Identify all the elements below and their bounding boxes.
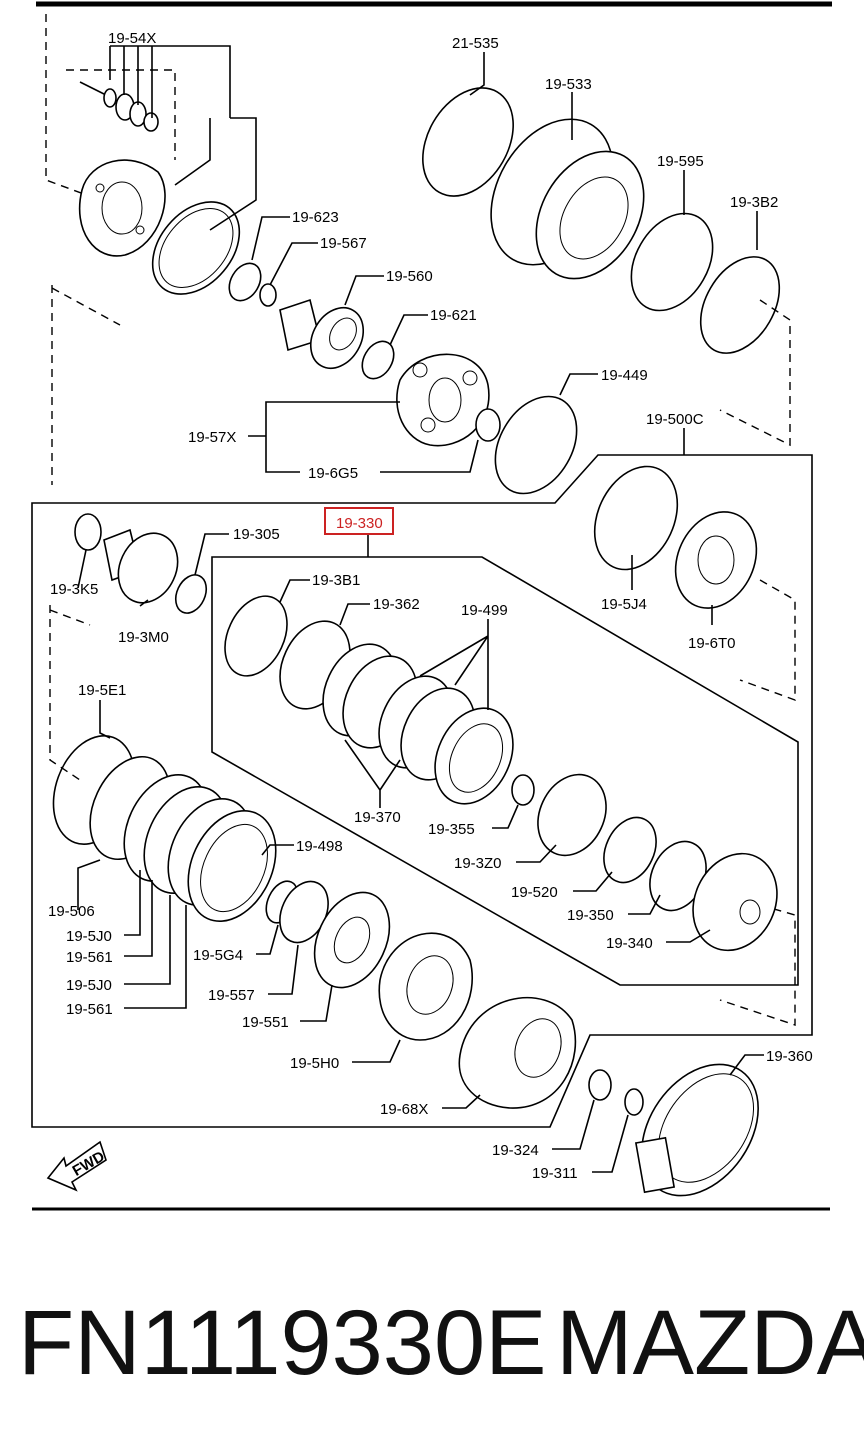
label-19-57X: 19-57X <box>188 429 236 446</box>
label-19-506: 19-506 <box>48 903 95 920</box>
part-19-449 <box>494 395 578 495</box>
label-19-551: 19-551 <box>242 1014 289 1031</box>
fwd-arrow-icon: FWD <box>46 1140 108 1192</box>
part-19-551 <box>313 891 391 989</box>
part-number-text: FN1119330E <box>18 1292 547 1394</box>
label-19-5G4: 19-5G4 <box>193 947 243 964</box>
label-19-311: 19-311 <box>532 1165 578 1182</box>
label-19-3B1: 19-3B1 <box>312 572 360 589</box>
highlight-box-19-330 <box>324 507 394 535</box>
part-19-3B2 <box>699 256 781 354</box>
label-19-6T0: 19-6T0 <box>688 635 736 652</box>
guide-dash-left-low <box>49 605 91 781</box>
label-19-449: 19-449 <box>601 367 648 384</box>
label-21-535: 21-535 <box>452 35 499 52</box>
label-19-561-a: 19-561 <box>66 949 113 966</box>
guide-dash-left-mid <box>51 285 121 485</box>
label-19-5H0: 19-5H0 <box>290 1055 339 1072</box>
part-19-623 <box>228 262 262 302</box>
part-19-3Z0 <box>537 773 607 857</box>
part-19-68X <box>458 996 577 1109</box>
part-19-520 <box>603 816 657 884</box>
label-19-560: 19-560 <box>386 268 433 285</box>
label-19-6G5: 19-6G5 <box>308 465 358 482</box>
label-19-362: 19-362 <box>373 596 420 613</box>
part-19-5J4 <box>593 465 679 571</box>
part-19-3M0 <box>103 528 179 604</box>
part-19-567 <box>259 283 277 307</box>
guide-dash-right-low <box>719 904 796 1026</box>
part-19-360 <box>634 1063 759 1197</box>
label-19-3Z0: 19-3Z0 <box>454 855 502 872</box>
label-19-567: 19-567 <box>320 235 367 252</box>
label-19-5J4: 19-5J4 <box>601 596 647 613</box>
label-19-5J0-b: 19-5J0 <box>66 977 112 994</box>
part-19-560 <box>279 298 365 369</box>
label-19-340: 19-340 <box>606 935 653 952</box>
guide-dash-gear <box>66 69 176 160</box>
guide-dash-right-upper <box>719 299 791 447</box>
part-19-311 <box>624 1088 644 1116</box>
part-19-3K5 <box>74 513 102 551</box>
part-19-595 <box>630 212 714 312</box>
label-19-498: 19-498 <box>296 838 343 855</box>
part-21-535 <box>422 87 514 197</box>
part-19-355 <box>511 774 535 806</box>
part-carrier-plate <box>78 159 166 257</box>
part-19-324 <box>588 1069 612 1101</box>
label-19-3M0: 19-3M0 <box>118 629 169 646</box>
label-19-68X: 19-68X <box>380 1101 428 1118</box>
label-19-500C: 19-500C <box>646 411 704 428</box>
part-19-533 <box>490 118 645 280</box>
label-19-533: 19-533 <box>545 76 592 93</box>
label-19-330: 19-330 <box>336 515 383 532</box>
label-19-621: 19-621 <box>430 307 477 324</box>
part-19-6G5 <box>475 408 501 442</box>
label-19-370: 19-370 <box>354 809 401 826</box>
leader-lines <box>77 45 764 1173</box>
label-19-360: 19-360 <box>766 1048 813 1065</box>
part-clutch-pack-lower <box>89 755 277 923</box>
label-19-5E1: 19-5E1 <box>78 682 126 699</box>
part-19-54X <box>79 81 159 132</box>
label-19-595: 19-595 <box>657 153 704 170</box>
label-19-350: 19-350 <box>567 907 614 924</box>
outer-assembly-outline <box>31 454 813 1128</box>
part-19-57X <box>396 353 490 447</box>
brand-text: MAZDA <box>556 1292 864 1394</box>
part-19-3B1 <box>224 595 288 677</box>
label-19-54X: 19-54X <box>108 30 156 47</box>
label-19-520: 19-520 <box>511 884 558 901</box>
part-clutch-pack-upper <box>279 620 514 805</box>
label-19-3B2: 19-3B2 <box>730 194 778 211</box>
part-19-6T0 <box>674 511 758 609</box>
part-19-621 <box>361 340 395 380</box>
part-19-340 <box>692 852 778 952</box>
label-19-305: 19-305 <box>233 526 280 543</box>
part-19-5H0 <box>378 932 473 1041</box>
label-19-3K5: 19-3K5 <box>50 581 98 598</box>
inner-clutch-outline <box>211 556 799 986</box>
label-19-557: 19-557 <box>208 987 255 1004</box>
label-19-623: 19-623 <box>292 209 339 226</box>
part-19-305 <box>174 574 208 614</box>
label-19-355: 19-355 <box>428 821 475 838</box>
guide-dash-right-mid <box>739 579 796 701</box>
label-19-499: 19-499 <box>461 602 508 619</box>
label-19-324: 19-324 <box>492 1142 539 1159</box>
label-19-5J0-a: 19-5J0 <box>66 928 112 945</box>
label-19-561-b: 19-561 <box>66 1001 113 1018</box>
